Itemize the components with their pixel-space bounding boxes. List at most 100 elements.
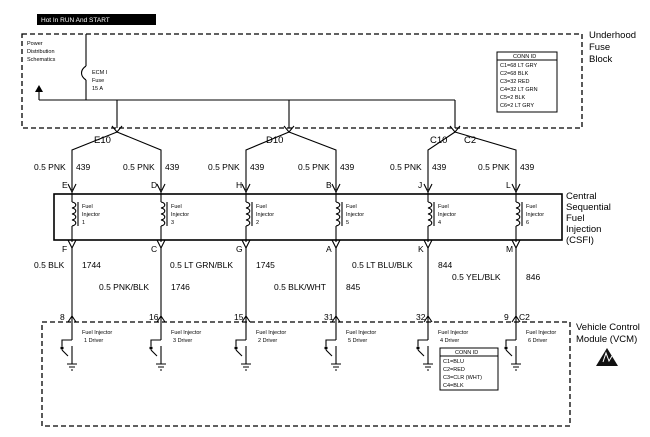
col-6-driver-label-2: 6 Driver: [528, 338, 547, 344]
col-3-bottom-pin-label: G: [236, 244, 243, 254]
col-3-driver-node: [234, 346, 238, 350]
col-5-driver-label-1: Fuel Injector: [438, 330, 468, 336]
conn-id-bottom-row-3: C3=CLR (WHT): [443, 375, 482, 381]
col-2-vcm-pin-connector: [156, 315, 166, 323]
vcm-boundary: [41, 321, 571, 427]
col-3-circuit-label: 1745: [256, 260, 275, 270]
col-3-injector-label-3: 2: [256, 220, 259, 226]
conn-id-top-row-5: C5=2 BLK: [500, 95, 526, 101]
col-4-feed-wire: [288, 131, 337, 190]
fuse-label-1: ECM I: [92, 70, 108, 76]
col-3-feed-circuit-label: 439: [250, 162, 264, 172]
col-2-circuit-label: 1746: [171, 282, 190, 292]
col-6-bottom-pin-label: M: [506, 244, 513, 254]
col-1-driver-label-1: Fuel Injector: [82, 330, 112, 336]
col-4-feed-circuit-label: 439: [340, 162, 354, 172]
col-5-injector-label-3: 4: [438, 220, 441, 226]
col-6-feed-wire-label: 0.5 PNK: [478, 162, 510, 172]
col-2-injector-coil-icon: [160, 201, 166, 227]
col-6-circuit-label: 846: [526, 272, 540, 282]
col-6-wire-label: 0.5 YEL/BLK: [452, 272, 501, 282]
col-2-driver-switch-icon: [150, 349, 158, 357]
col-6-feed-circuit-label: 439: [520, 162, 534, 172]
col-2-bottom-pin-label: C: [151, 244, 157, 254]
hot-label: Hot In RUN And START: [41, 17, 110, 24]
col-4-circuit-label: 845: [346, 282, 360, 292]
col-2-injector-label-1: Fuel: [171, 204, 182, 210]
col-1-injector-coil-icon: [71, 201, 77, 227]
col-4-injector-label-1: Fuel: [346, 204, 357, 210]
pds-label-3: Schematics: [27, 57, 56, 63]
col-6-driver-node: [504, 346, 508, 350]
col-6-injector-coil-icon: [515, 201, 521, 227]
col-4-injector-coil-icon: [335, 201, 341, 227]
col-2-driver-node: [149, 346, 153, 350]
conn-id-table-bottom: [439, 347, 499, 391]
col-4-top-pin-label: B: [326, 180, 332, 190]
col-6-driver-switch-icon: [505, 349, 513, 357]
col-1-vcm-pin-connector: [67, 315, 77, 323]
underhood-label-2: Fuse: [589, 42, 610, 53]
pds-label-1: Power: [27, 41, 43, 47]
csfi-label-5: (CSFI): [566, 235, 594, 246]
col-5-driver-node: [416, 346, 420, 350]
pds-arrow-head: [35, 85, 43, 92]
underhood-label-3: Block: [589, 54, 612, 65]
csfi-label-2: Sequential: [566, 202, 611, 213]
fuse-label-3: 15 A: [92, 86, 103, 92]
col-3-driver-label-1: Fuel Injector: [256, 330, 286, 336]
col-3-driver-switch-icon: [235, 349, 243, 357]
col-6-top-pin-label: L: [506, 180, 511, 190]
csfi-box: [53, 193, 563, 241]
col-1-feed-wire-label: 0.5 PNK: [34, 162, 66, 172]
col-1-injector-label-1: Fuel: [82, 204, 93, 210]
col-1-circuit-label: 1744: [82, 260, 101, 270]
col-3-injector-coil-icon: [245, 201, 251, 227]
col-6-injector-label-1: Fuel: [526, 204, 537, 210]
csfi-label-1: Central: [566, 191, 597, 202]
col-6-vcm-pin-connector: [511, 315, 521, 323]
col-2-driver-label-2: 3 Driver: [173, 338, 192, 344]
col-2-injector-label-3: 3: [171, 220, 174, 226]
col-4-injector-label-2: Injector: [346, 212, 364, 218]
col-5-driver-label-2: 4 Driver: [440, 338, 459, 344]
col-1-vcm-pin-label: 8: [60, 312, 65, 322]
col-4-vcm-pin-connector: [331, 315, 341, 323]
col-2-feed-wire-label: 0.5 PNK: [123, 162, 155, 172]
col-5-feed-circuit-label: 439: [432, 162, 446, 172]
col-3-ground-icon: [241, 363, 251, 371]
col-6-feed-wire: [454, 131, 517, 190]
col-1-wire-label: 0.5 BLK: [34, 260, 65, 270]
col-4-ground-icon: [331, 363, 341, 371]
col-5-driver-gate: [417, 339, 428, 346]
col-6-ground-icon: [511, 363, 521, 371]
col-5-driver-switch-icon: [417, 349, 425, 357]
col-1-injector-label-2: Injector: [82, 212, 100, 218]
col-2-wire-label: 0.5 PNK/BLK: [99, 282, 149, 292]
col-5-vcm-pin-label: 32: [416, 312, 426, 322]
col-1-driver-gate: [61, 339, 72, 346]
col-1-injector-label-3: 1: [82, 220, 85, 226]
col-1-feed-circuit-label: 439: [76, 162, 90, 172]
col-5-injector-label-2: Injector: [438, 212, 456, 218]
col-5-circuit-label: 844: [438, 260, 452, 270]
col-4-wire-label: 0.5 BLK/WHT: [274, 282, 326, 292]
col-6-injector-label-3: 6: [526, 220, 529, 226]
fuse-label-2: Fuse: [92, 78, 104, 84]
conn-id-top-row-4: C4=32 LT GRN: [500, 87, 538, 93]
underhood-label-1: Underhood: [589, 30, 636, 41]
splice-c10-label: C10: [430, 135, 447, 146]
pds-label-2: Distribution: [27, 49, 55, 55]
col-1-feed-wire: [71, 131, 118, 190]
col-3-vcm-pin-connector: [241, 315, 251, 323]
conn-id-bottom-title: CONN ID: [455, 350, 478, 356]
col-2-top-pin-label: D: [151, 180, 157, 190]
col-2-driver-label-1: Fuel Injector: [171, 330, 201, 336]
col-1-driver-switch-icon: [61, 349, 69, 357]
col-1-ground-icon: [67, 363, 77, 371]
col-1-driver-node: [60, 346, 64, 350]
col-6-driver-gate: [505, 339, 516, 346]
col-4-driver-gate: [325, 339, 336, 346]
conn-id-bottom-row-2: C2=RED: [443, 367, 465, 373]
